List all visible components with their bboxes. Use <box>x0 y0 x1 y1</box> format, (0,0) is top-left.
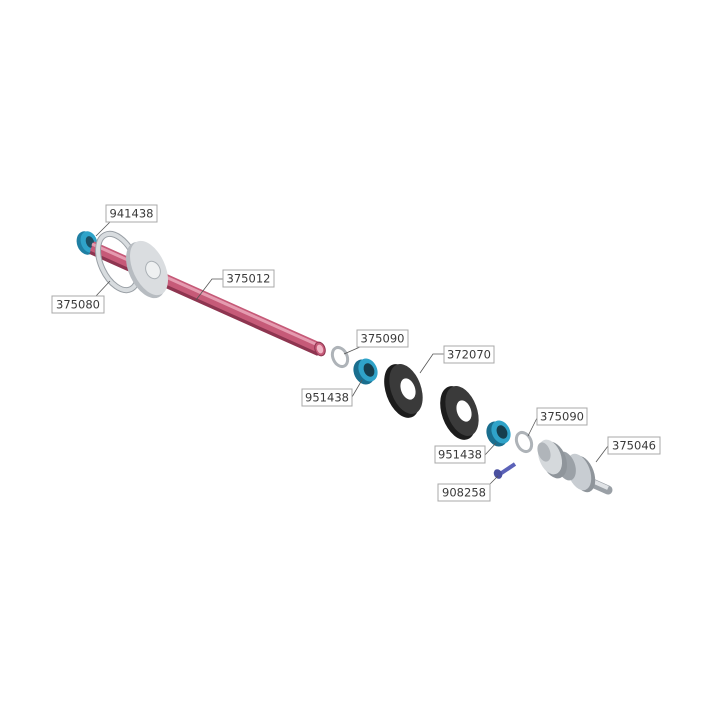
bearing-951438-right-part <box>486 420 511 447</box>
label-text: 375090 <box>540 410 584 424</box>
label-text: 372070 <box>447 348 491 362</box>
label-908258: 908258 <box>437 483 491 502</box>
leader-lines <box>95 221 609 485</box>
label-text: 908258 <box>442 486 486 500</box>
label-text: 951438 <box>438 448 482 462</box>
label-375012: 375012 <box>222 269 275 288</box>
label-375090-upper: 375090 <box>356 329 409 348</box>
label-951438-mid: 951438 <box>301 388 353 407</box>
label-375080: 375080 <box>51 295 105 314</box>
label-375090-lower: 375090 <box>536 407 588 426</box>
label-text: 375012 <box>227 272 271 286</box>
housing-372070-rear-part <box>440 386 479 440</box>
shim-375090-upper-part <box>330 345 350 369</box>
shim-375090-lower-part <box>514 430 534 454</box>
label-text: 941438 <box>110 207 154 221</box>
label-375046: 375046 <box>607 436 661 455</box>
drive-gear-375046-part <box>537 439 613 495</box>
housing-372070-front-part <box>384 364 423 418</box>
screw-908258-part <box>493 462 517 479</box>
label-951438-right: 951438 <box>434 445 486 464</box>
label-372070: 372070 <box>443 345 495 364</box>
label-text: 375046 <box>612 439 656 453</box>
label-text: 375090 <box>361 332 405 346</box>
flange-disc-part <box>126 240 168 299</box>
bearing-951438-mid-part <box>353 358 378 385</box>
label-text: 951438 <box>305 391 349 405</box>
label-941438: 941438 <box>105 204 158 223</box>
label-text: 375080 <box>56 298 100 312</box>
